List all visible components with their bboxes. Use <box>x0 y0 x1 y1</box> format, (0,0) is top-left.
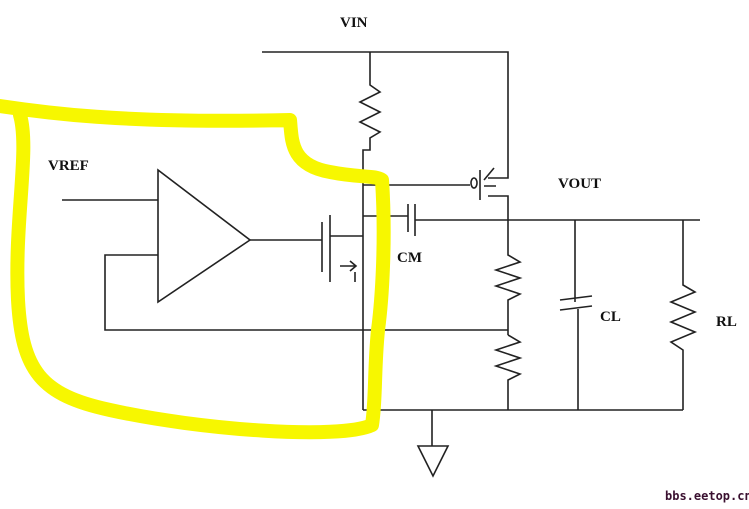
feedback-wire <box>104 254 508 331</box>
vref-label: VREF <box>48 158 89 174</box>
ground-icon <box>416 410 450 478</box>
vin-rail <box>262 51 509 179</box>
rl-label: RL <box>716 314 737 330</box>
watermark: bbs.eetop.cn <box>665 489 749 503</box>
cm-capacitor <box>363 204 700 236</box>
vin-label: VIN <box>340 15 368 31</box>
divider-resistor-bottom <box>493 334 523 410</box>
cl-label: CL <box>600 309 621 325</box>
cm-label: CM <box>397 250 422 266</box>
pullup-resistor <box>358 52 382 410</box>
divider-resistor-top <box>493 220 523 335</box>
cl-capacitor <box>559 220 593 410</box>
vout-label: VOUT <box>558 176 601 192</box>
nmos-transistor <box>250 215 363 282</box>
error-amplifier <box>157 168 252 304</box>
rl-resistor <box>668 220 698 410</box>
yellow-highlight <box>0 99 391 440</box>
